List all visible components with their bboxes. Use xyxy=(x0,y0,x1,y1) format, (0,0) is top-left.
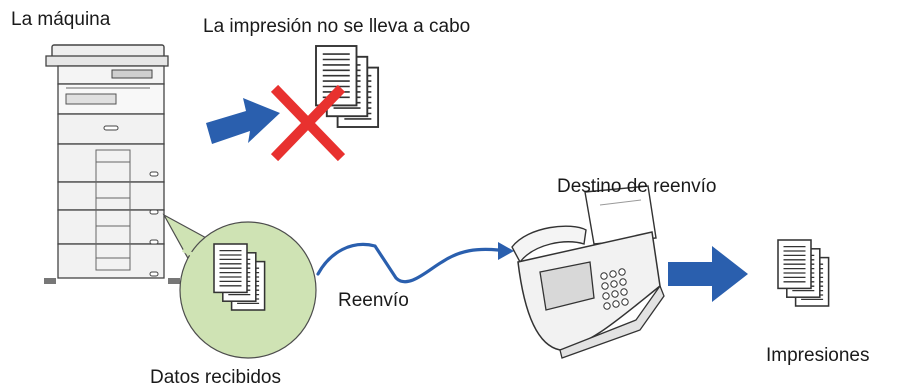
prints-label: Impresiones xyxy=(766,345,870,366)
machine-label: La máquina xyxy=(11,9,111,30)
document-stack-icon xyxy=(778,240,829,306)
document-stack-icon xyxy=(316,46,378,127)
blue-arrow-icon xyxy=(668,246,748,302)
multifunction-printer-icon xyxy=(44,44,180,284)
transmission-wave-icon xyxy=(316,242,514,284)
forwarding-label: Reenvío xyxy=(338,290,409,311)
no-print-label: La impresión no se lleva a cabo xyxy=(203,16,471,37)
received-data-label: Datos recibidos xyxy=(150,367,281,388)
destination-label: Destino de reenvío xyxy=(557,176,717,197)
red-cross-icon xyxy=(270,84,346,162)
fax-machine-icon xyxy=(511,185,665,359)
blue-arrow-icon xyxy=(206,98,280,144)
